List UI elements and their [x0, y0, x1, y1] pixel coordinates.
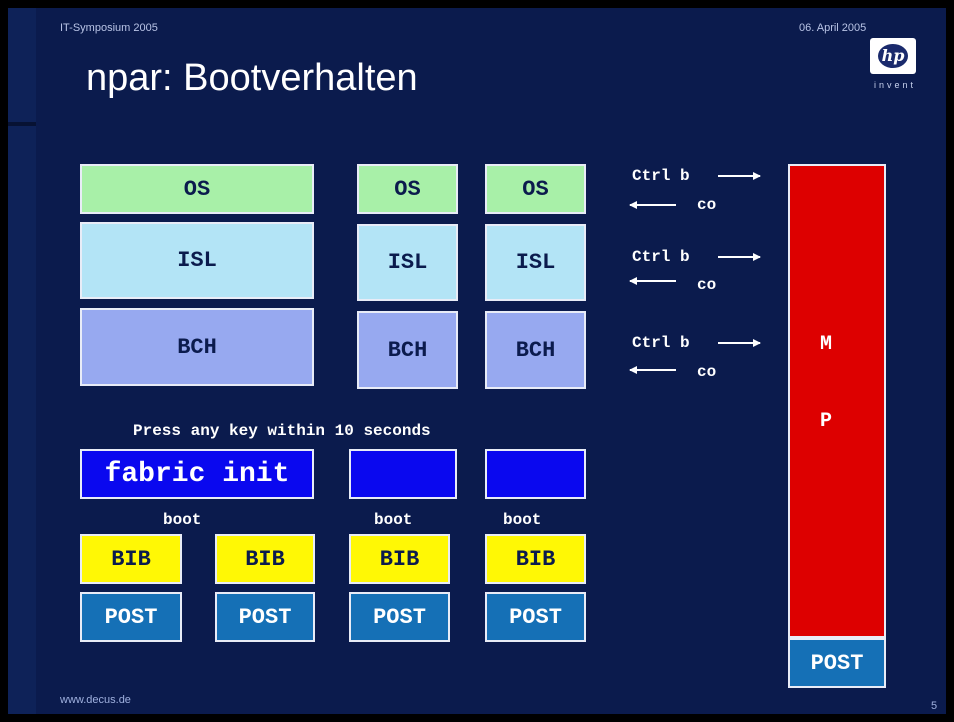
mp-letter-m: M	[820, 333, 833, 356]
frame-bottom	[0, 714, 954, 722]
hp-logo: hp	[870, 38, 916, 74]
date-label: 06. April 2005	[799, 22, 867, 34]
hp-logo-mark: hp	[878, 44, 908, 68]
co-label-2: co	[697, 276, 717, 294]
post-box-3: POST	[349, 592, 450, 642]
frame-right	[946, 0, 954, 722]
isl-box-3: ISL	[485, 224, 586, 301]
fabric-box-3	[485, 449, 586, 499]
frame-left	[0, 0, 8, 722]
post-box-2: POST	[215, 592, 315, 642]
mp-letter-p: P	[820, 410, 833, 433]
mp-box	[788, 164, 886, 638]
boot-label-2: boot	[374, 511, 413, 529]
bib-box-2: BIB	[215, 534, 315, 584]
os-box-1: OS	[80, 164, 314, 214]
boot-label-1: boot	[163, 511, 202, 529]
os-box-2: OS	[357, 164, 458, 214]
bch-box-3: BCH	[485, 311, 586, 389]
page-number: 5	[931, 700, 938, 712]
accent-bar	[8, 122, 36, 126]
bib-box-3: BIB	[349, 534, 450, 584]
bib-box-4: BIB	[485, 534, 586, 584]
press-key-label: Press any key within 10 seconds	[133, 422, 431, 440]
post-box-4: POST	[485, 592, 586, 642]
page-title: npar: Bootverhalten	[86, 57, 418, 99]
fabric-box-2	[349, 449, 457, 499]
isl-box-2: ISL	[357, 224, 458, 301]
bch-box-2: BCH	[357, 311, 458, 389]
frame-top	[0, 0, 954, 8]
event-label: IT-Symposium 2005	[60, 22, 158, 34]
mp-post-box: POST	[788, 638, 886, 688]
os-box-3: OS	[485, 164, 586, 214]
co-label-1: co	[697, 196, 717, 214]
logo-tagline: invent	[874, 80, 917, 90]
ctrl-b-label-1: Ctrl b	[632, 167, 690, 185]
boot-label-3: boot	[503, 511, 542, 529]
post-box-1: POST	[80, 592, 182, 642]
isl-box-1: ISL	[80, 222, 314, 299]
co-label-3: co	[697, 363, 717, 381]
ctrl-b-label-2: Ctrl b	[632, 248, 690, 266]
bib-box-1: BIB	[80, 534, 182, 584]
ctrl-b-label-3: Ctrl b	[632, 334, 690, 352]
fabric-init-box: fabric init	[80, 449, 314, 499]
bch-box-1: BCH	[80, 308, 314, 386]
footer-site: www.decus.de	[60, 694, 131, 706]
